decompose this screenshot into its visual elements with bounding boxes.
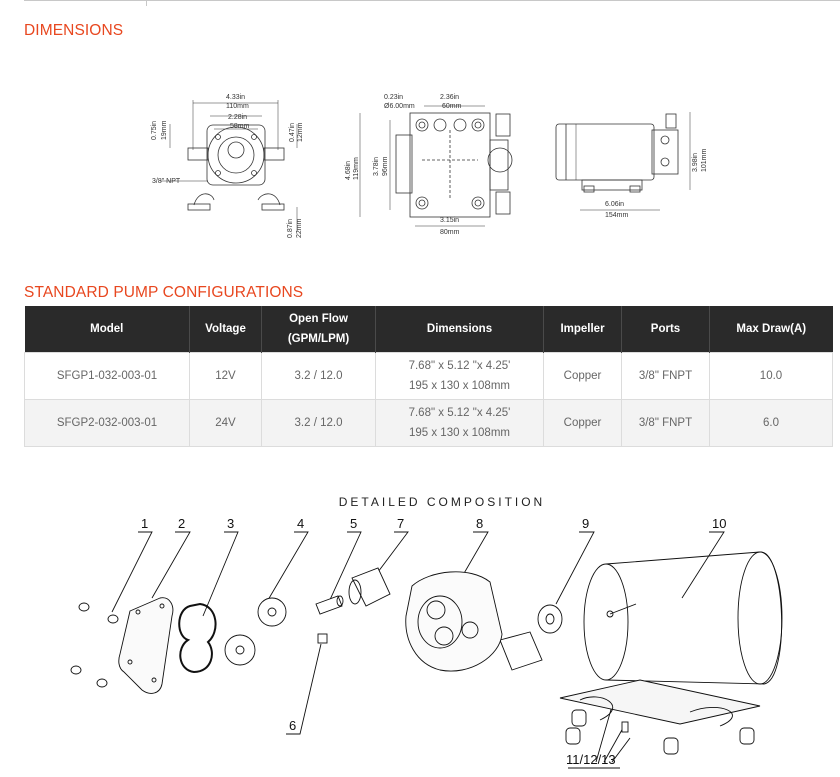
cell-dimensions: 7.68" x 5.12 "x 4.25' 195 x 130 x 108mm — [375, 351, 544, 400]
header-open-flow-label: Open Flow — [289, 312, 348, 325]
front-port-label: 3/8" NPT — [152, 178, 181, 185]
header-open-flow-unit: (GPM/LPM) — [287, 332, 350, 345]
cell-flow: 3.2 / 12.0 — [261, 351, 376, 400]
cell-ports: 3/8" FNPT — [621, 351, 710, 400]
cell-impeller: Copper — [543, 398, 622, 447]
front-width-in: 4.33in — [226, 94, 245, 101]
side-hole-mm: Ø6.00mm — [384, 103, 415, 110]
dimension-drawings: 4.33in 110mm 2.28in 58mm 0.75in 19mm 0.4… — [151, 94, 708, 238]
side-top-mm: 60mm — [442, 103, 462, 110]
part-label-11-12-13: 11/12/13 — [566, 752, 616, 767]
table-row: SFGP1-032-003-01 12V 3.2 / 12.0 7.68" x … — [24, 351, 833, 400]
cell-dimensions-in: 7.68" x 5.12 "x 4.25' — [408, 406, 511, 419]
part-label-7: 7 — [397, 516, 404, 531]
part-label-2: 2 — [178, 516, 185, 531]
part-label-6: 6 — [289, 718, 296, 733]
header-dimensions: Dimensions — [375, 306, 544, 352]
configurations-table: Model Voltage Open Flow (GPM/LPM) Dimens… — [24, 306, 833, 447]
header-voltage: Voltage — [189, 306, 262, 352]
table-row: SFGP2-032-003-01 24V 3.2 / 12.0 7.68" x … — [24, 398, 833, 447]
top-divider-tick — [146, 0, 147, 6]
exploded-view-diagram: DETAILED COMPOSITION 1 2 3 4 5 7 8 9 10 … — [70, 495, 783, 769]
top-length-in: 6.06in — [605, 201, 624, 208]
cell-ports: 3/8" FNPT — [621, 398, 710, 447]
part-label-9: 9 — [582, 516, 589, 531]
part-label-5: 5 — [350, 516, 357, 531]
dimensions-title: DIMENSIONS — [24, 22, 124, 39]
side-height-mm: 119mm — [353, 157, 360, 180]
table-header-row: Model Voltage Open Flow (GPM/LPM) Dimens… — [24, 306, 833, 352]
top-height-mm: 101mm — [701, 148, 708, 172]
side-bottom-in: 3.15in — [440, 217, 459, 224]
side-hole-in: 0.23in — [384, 94, 403, 101]
top-length-mm: 154mm — [605, 212, 629, 219]
front-left-in: 0.75in — [151, 121, 158, 140]
front-inner-in: 2.28in — [228, 114, 247, 121]
cell-model: SFGP2-032-003-01 — [24, 398, 190, 447]
front-width-mm: 110mm — [226, 103, 249, 110]
cell-max-draw: 10.0 — [709, 351, 833, 400]
cell-impeller: Copper — [543, 351, 622, 400]
front-base-in: 0.87in — [287, 219, 294, 238]
front-right-in: 0.47in — [289, 123, 296, 142]
front-left-mm: 19mm — [161, 120, 168, 140]
cell-voltage: 12V — [189, 351, 262, 400]
cell-dimensions-in: 7.68" x 5.12 "x 4.25' — [408, 359, 511, 372]
configurations-title: STANDARD PUMP CONFIGURATIONS — [24, 284, 304, 301]
part-label-3: 3 — [227, 516, 234, 531]
front-base-mm: 22mm — [296, 218, 303, 238]
side-inner-h-mm: 96mm — [382, 156, 389, 176]
composition-title: DETAILED COMPOSITION — [339, 495, 545, 509]
cell-model: SFGP1-032-003-01 — [24, 351, 190, 400]
screw-icon — [70, 602, 119, 688]
cell-dimensions-mm: 195 x 130 x 108mm — [408, 379, 510, 392]
front-inner-mm: 58mm — [230, 123, 250, 130]
part-label-1: 1 — [141, 516, 148, 531]
header-max-draw: Max Draw(A) — [709, 306, 833, 352]
side-top-in: 2.36in — [440, 94, 459, 101]
front-right-mm: 12mm — [297, 122, 304, 142]
rubber-foot-icon — [565, 709, 755, 755]
cell-voltage: 24V — [189, 398, 262, 447]
cell-dimensions: 7.68" x 5.12 "x 4.25' 195 x 130 x 108mm — [375, 398, 544, 447]
header-open-flow: Open Flow (GPM/LPM) — [261, 306, 376, 352]
header-impeller: Impeller — [543, 306, 622, 352]
side-bottom-mm: 80mm — [440, 229, 460, 236]
top-height-in: 3.98in — [692, 153, 699, 172]
part-label-4: 4 — [297, 516, 304, 531]
side-view-drawing — [359, 105, 513, 227]
side-inner-h-in: 3.78in — [373, 157, 380, 176]
cell-dimensions-mm: 195 x 130 x 108mm — [408, 426, 510, 439]
cell-max-draw: 6.0 — [709, 398, 833, 447]
header-ports: Ports — [621, 306, 710, 352]
top-view-drawing — [555, 112, 691, 211]
gear-icon — [224, 597, 287, 666]
cell-flow: 3.2 / 12.0 — [261, 398, 376, 447]
side-height-in: 4.68in — [345, 161, 352, 180]
top-divider — [24, 0, 840, 1]
part-label-10: 10 — [712, 516, 726, 531]
front-view-drawing — [160, 100, 298, 232]
part-label-8: 8 — [476, 516, 483, 531]
header-model: Model — [24, 306, 190, 352]
